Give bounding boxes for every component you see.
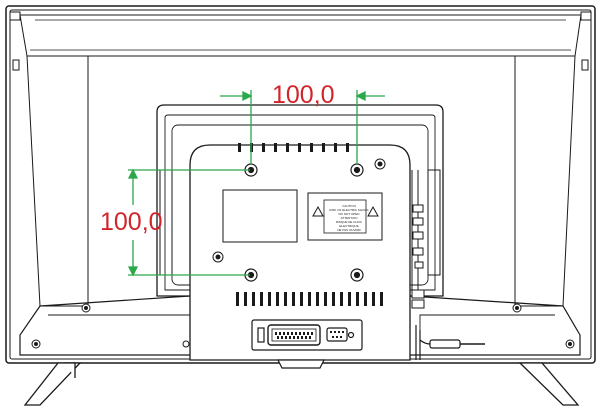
vent-slots-top xyxy=(238,143,349,152)
caution-line: ATTENTION xyxy=(340,216,358,220)
plate-screws xyxy=(212,158,386,263)
caution-line: RISQUE DE CHOC ELECTRIQUE xyxy=(335,220,363,228)
caution-line: CAUTION xyxy=(342,204,356,208)
stand-feet xyxy=(23,362,580,406)
frame-screws xyxy=(31,303,575,349)
caution-line: RISK OF ELECTRIC SHOCK xyxy=(329,208,369,212)
label-panels xyxy=(222,189,383,243)
power-cable xyxy=(415,325,485,360)
caution-line: DO NOT OPEN xyxy=(338,212,360,216)
side-ports xyxy=(411,204,425,309)
vertical-dimension xyxy=(127,168,250,277)
scart-pins xyxy=(275,331,344,339)
corner-clips xyxy=(9,11,592,71)
caution-line: NE PAS OUVRIR xyxy=(337,228,361,232)
back-plate xyxy=(189,144,411,361)
vertical-spacing-label: 100,0 xyxy=(100,208,163,236)
caution-label-text: CAUTION RISK OF ELECTRIC SHOCK DO NOT OP… xyxy=(327,204,371,232)
vent-slots-bottom xyxy=(236,292,383,306)
bottom-tab xyxy=(277,359,325,369)
horizontal-dimension xyxy=(220,90,385,165)
horizontal-spacing-label: 100,0 xyxy=(272,81,335,109)
